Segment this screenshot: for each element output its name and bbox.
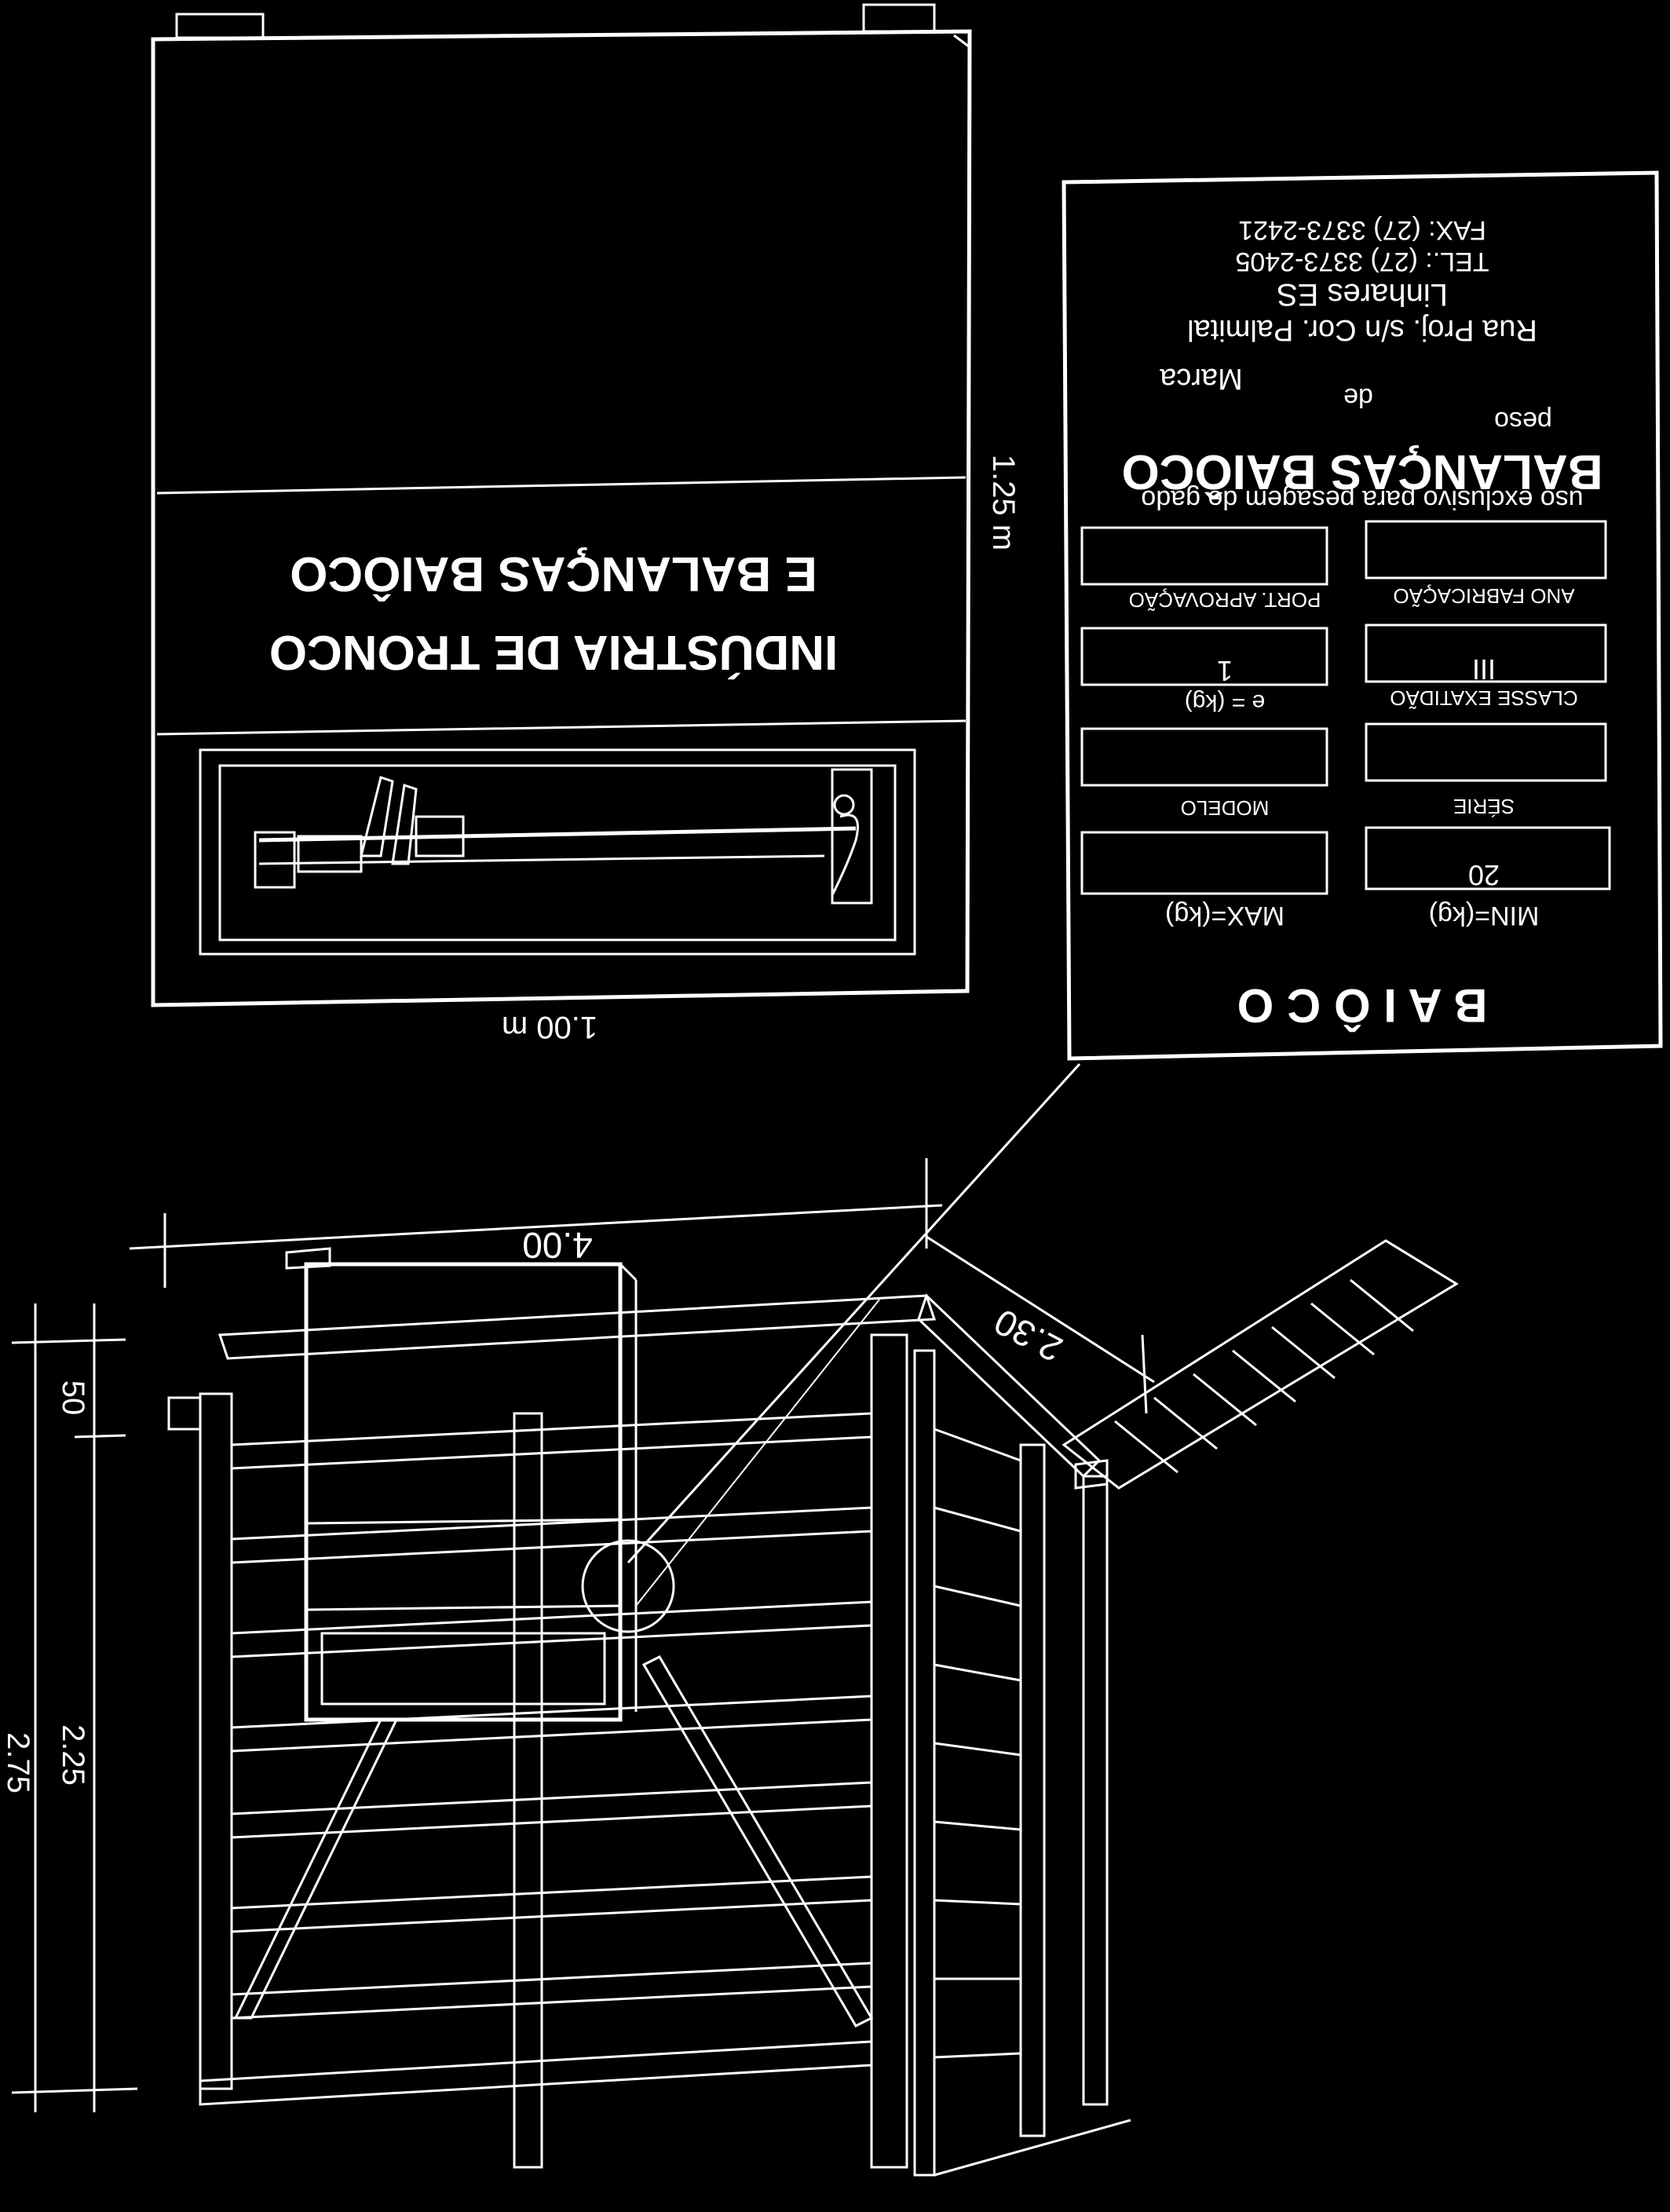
cabinet-divider-lower bbox=[156, 719, 967, 736]
plate-marca: Marca bbox=[1159, 362, 1242, 395]
dim-width-label: 2.30 bbox=[988, 1301, 1069, 1370]
plate-value-min: 20 bbox=[1468, 859, 1500, 891]
cattle-chute: 4.00 2.30 50 2.25 2.75 bbox=[1, 1158, 1459, 2177]
chute-beam-window bbox=[320, 1632, 606, 1706]
plate-label-modelo: MODELO bbox=[1181, 796, 1270, 820]
post-rear-left bbox=[199, 1392, 233, 2090]
identification-plate: FAX: (27) 3373-2421 TEL.: (27) 3373-2405… bbox=[1062, 170, 1663, 1061]
cabinet-width-label: 1.00 m bbox=[502, 1010, 597, 1044]
brace-left bbox=[233, 1718, 399, 2020]
chute-scale-cabinet bbox=[304, 1262, 623, 1722]
brace-right bbox=[641, 1655, 874, 2027]
plate-fax: FAX: (27) 3373-2421 bbox=[1238, 215, 1486, 245]
field-port-aprovacao bbox=[1080, 526, 1328, 586]
field-modelo bbox=[1080, 727, 1328, 787]
chute-top-rail bbox=[217, 1294, 937, 1360]
plate-tel: TEL.: (27) 3373-2405 bbox=[1235, 247, 1489, 276]
post-middle bbox=[513, 1412, 543, 2169]
plate-brand: BALANÇAS BAIÔCO bbox=[1121, 444, 1602, 499]
weighing-beam-icon bbox=[254, 768, 873, 905]
post-front-right bbox=[1019, 1443, 1046, 2137]
cabinet-divider-upper bbox=[156, 476, 967, 495]
beam-window-outer bbox=[199, 748, 916, 956]
dim-line-length bbox=[129, 1204, 943, 1250]
plate-value-e: 1 bbox=[1217, 655, 1233, 687]
plate-de: de bbox=[1343, 382, 1373, 412]
plate-footer: B A I Ô C O bbox=[1237, 979, 1488, 1032]
post-front-corner bbox=[870, 1333, 908, 2169]
chute-bottom-rail bbox=[199, 2040, 873, 2106]
field-max-kg bbox=[1080, 831, 1328, 895]
scale-cabinet: INDÚSTRIA DE TRONCO E BALANÇAS BAIÔCO 1.… bbox=[151, 3, 1021, 1044]
cabinet-height-label: 1.25 m bbox=[986, 455, 1021, 550]
field-serie bbox=[1365, 722, 1607, 782]
cabinet-title-line1: INDÚSTRIA DE TRONCO bbox=[269, 625, 838, 679]
plate-outline bbox=[1062, 170, 1663, 1061]
dim-inner-height-label: 2.25 bbox=[56, 1724, 90, 1786]
plate-peso: peso bbox=[1494, 406, 1552, 436]
detail-circle bbox=[581, 1539, 675, 1633]
leader-line-left bbox=[627, 1062, 1081, 1564]
plate-value-classe: III bbox=[1472, 653, 1496, 686]
plate-label-port: PORT. APROVAÇÃO bbox=[1129, 588, 1321, 612]
field-min-kg bbox=[1365, 826, 1611, 890]
dim-length-label: 4.00 bbox=[522, 1225, 593, 1266]
plate-city: Linhares ES bbox=[1277, 277, 1448, 312]
side-planks-right bbox=[934, 1428, 1021, 2059]
dim-top-label: 50 bbox=[56, 1380, 90, 1416]
dim-total-height-label: 2.75 bbox=[1, 1732, 35, 1793]
dim-line-width bbox=[926, 1235, 1155, 1384]
plate-label-max: MAX=(kg) bbox=[1165, 901, 1284, 931]
plate-address: Rua Proj. s/n Cor. Palmital bbox=[1187, 313, 1537, 346]
beam-window-inner bbox=[218, 764, 897, 941]
plate-label-serie: SÉRIE bbox=[1453, 795, 1515, 818]
plate-label-classe: CLASSE EXATIDÃO bbox=[1390, 686, 1577, 710]
field-classe-exatidao bbox=[1365, 623, 1607, 683]
leader-line-right bbox=[635, 1299, 880, 1607]
open-gate-ramp bbox=[1062, 1239, 1459, 1490]
cabinet-title-line2: E BALANÇAS BAIÔCO bbox=[290, 547, 817, 601]
field-ano-fabricacao bbox=[1365, 520, 1607, 580]
plate-label-min: MIN=(kg) bbox=[1429, 901, 1540, 931]
plate-label-ano: ANO FABRICAÇÃO bbox=[1393, 584, 1574, 608]
plate-usage: uso exclusivo para pesagem de gado bbox=[1141, 484, 1583, 514]
field-e-kg bbox=[1080, 627, 1328, 686]
cabinet-tab-right bbox=[862, 3, 936, 33]
side-planks-left bbox=[231, 1412, 872, 2020]
plate-label-e: e = (kg) bbox=[1185, 689, 1266, 715]
cabinet-tab-left bbox=[175, 13, 265, 39]
